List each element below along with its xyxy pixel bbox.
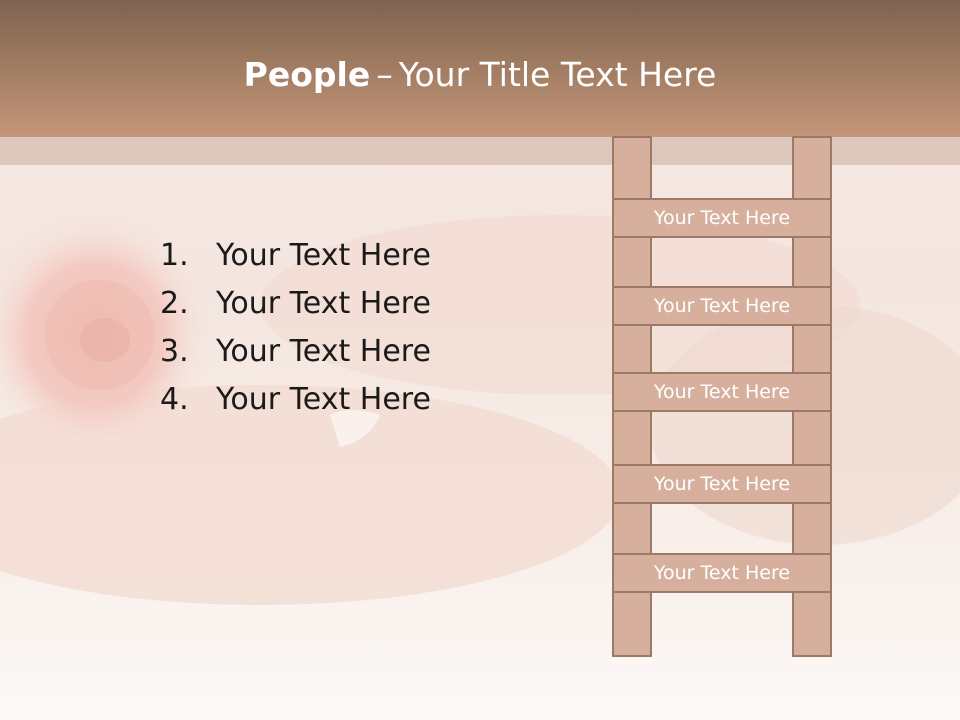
ladder-step-1[interactable]: Your Text Here	[612, 198, 832, 238]
list-text: Your Text Here	[216, 286, 431, 321]
ladder-step-5[interactable]: Your Text Here	[612, 553, 832, 593]
list-number: 4.	[160, 382, 189, 417]
list-number: 1.	[160, 238, 189, 273]
list-text: Your Text Here	[216, 334, 431, 369]
list-item: 1. Your Text Here	[160, 232, 431, 280]
ladder-step-4[interactable]: Your Text Here	[612, 464, 832, 504]
list-text: Your Text Here	[216, 382, 431, 417]
list-text: Your Text Here	[216, 238, 431, 273]
list-item: 4. Your Text Here	[160, 376, 431, 424]
title-rest: Your Title Text Here	[398, 55, 717, 94]
list-number: 2.	[160, 286, 189, 321]
title-bold: People	[243, 55, 371, 94]
ladder-step-3[interactable]: Your Text Here	[612, 372, 832, 412]
header-band	[0, 0, 960, 137]
slide-title[interactable]: People–Your Title Text Here	[0, 50, 960, 100]
ladder-step-2[interactable]: Your Text Here	[612, 286, 832, 326]
numbered-list[interactable]: 1. Your Text Here 2. Your Text Here 3. Your…	[160, 232, 431, 424]
list-item: 2. Your Text Here	[160, 280, 431, 328]
list-item: 3. Your Text Here	[160, 328, 431, 376]
title-separator: –	[376, 55, 393, 94]
list-number: 3.	[160, 334, 189, 369]
